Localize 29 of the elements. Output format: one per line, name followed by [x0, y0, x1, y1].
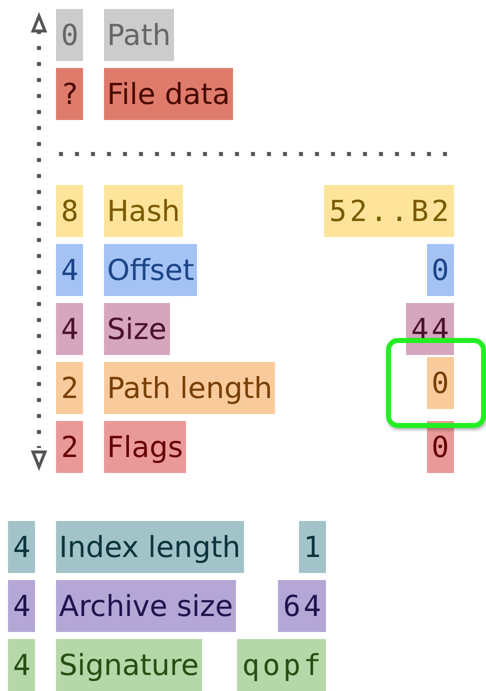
byte-size: 4 [56, 303, 84, 355]
field-value: 0 [426, 421, 454, 473]
field-value: 64 [278, 580, 326, 632]
field-value: 0 [426, 244, 454, 296]
field-name: Path [104, 9, 174, 61]
byte-size: 4 [8, 580, 36, 632]
field-value: 44 [406, 303, 454, 355]
field-value: 0 [426, 357, 454, 409]
field-name: Signature [56, 639, 202, 691]
field-name: Flags [104, 421, 186, 473]
field-value: qopf [237, 639, 326, 691]
field-value: 52..B2 [324, 185, 454, 237]
field-value: 1 [298, 521, 326, 573]
highlight-frame [386, 338, 486, 428]
byte-size: 2 [56, 362, 84, 414]
field-name: Path length [104, 362, 276, 414]
field-name: Size [104, 303, 170, 355]
byte-size: 4 [8, 521, 36, 573]
field-name: Archive size [56, 580, 236, 632]
byte-size: 8 [56, 185, 84, 237]
byte-size: 0 [56, 9, 84, 61]
field-name: File data [104, 68, 234, 120]
byte-size: 4 [56, 244, 84, 296]
byte-size: 2 [56, 421, 84, 473]
field-name: Hash [104, 185, 184, 237]
field-name: Offset [104, 244, 198, 296]
byte-size: 4 [8, 639, 36, 691]
field-name: Index length [56, 521, 244, 573]
byte-size: ? [56, 68, 84, 120]
